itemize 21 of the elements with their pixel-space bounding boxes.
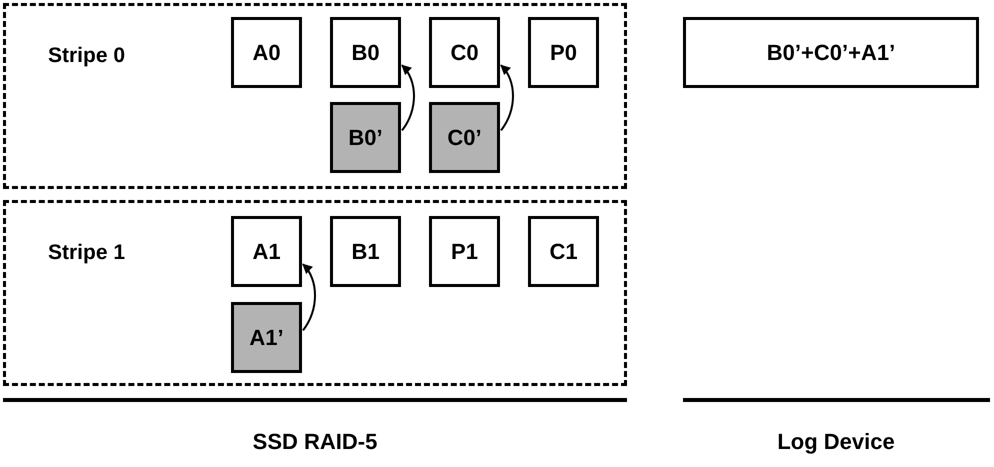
block-box: C0: [429, 17, 500, 88]
device-label: SSD RAID-5: [252, 428, 378, 456]
block-box: A0: [231, 17, 302, 88]
log-box: B0’+C0’+A1’: [683, 17, 979, 88]
curved-arrow: [401, 64, 415, 131]
stripe-label: Stripe 1: [48, 240, 126, 266]
device-label: Log Device: [777, 428, 895, 456]
stripe-label: Stripe 0: [48, 43, 126, 69]
block-box: C1: [528, 216, 599, 287]
curved-arrow: [500, 64, 514, 131]
stripe-frame: [3, 200, 627, 386]
block-box: P1: [429, 216, 500, 287]
updated-block-box: B0’: [330, 102, 401, 173]
block-box: A1: [231, 216, 302, 287]
updated-block-box: C0’: [429, 102, 500, 173]
block-box: B1: [330, 216, 401, 287]
curved-arrow: [302, 264, 316, 331]
block-box: B0: [330, 17, 401, 88]
stripe-frame: [3, 3, 627, 189]
block-box: P0: [528, 17, 599, 88]
updated-block-box: A1’: [231, 302, 302, 373]
